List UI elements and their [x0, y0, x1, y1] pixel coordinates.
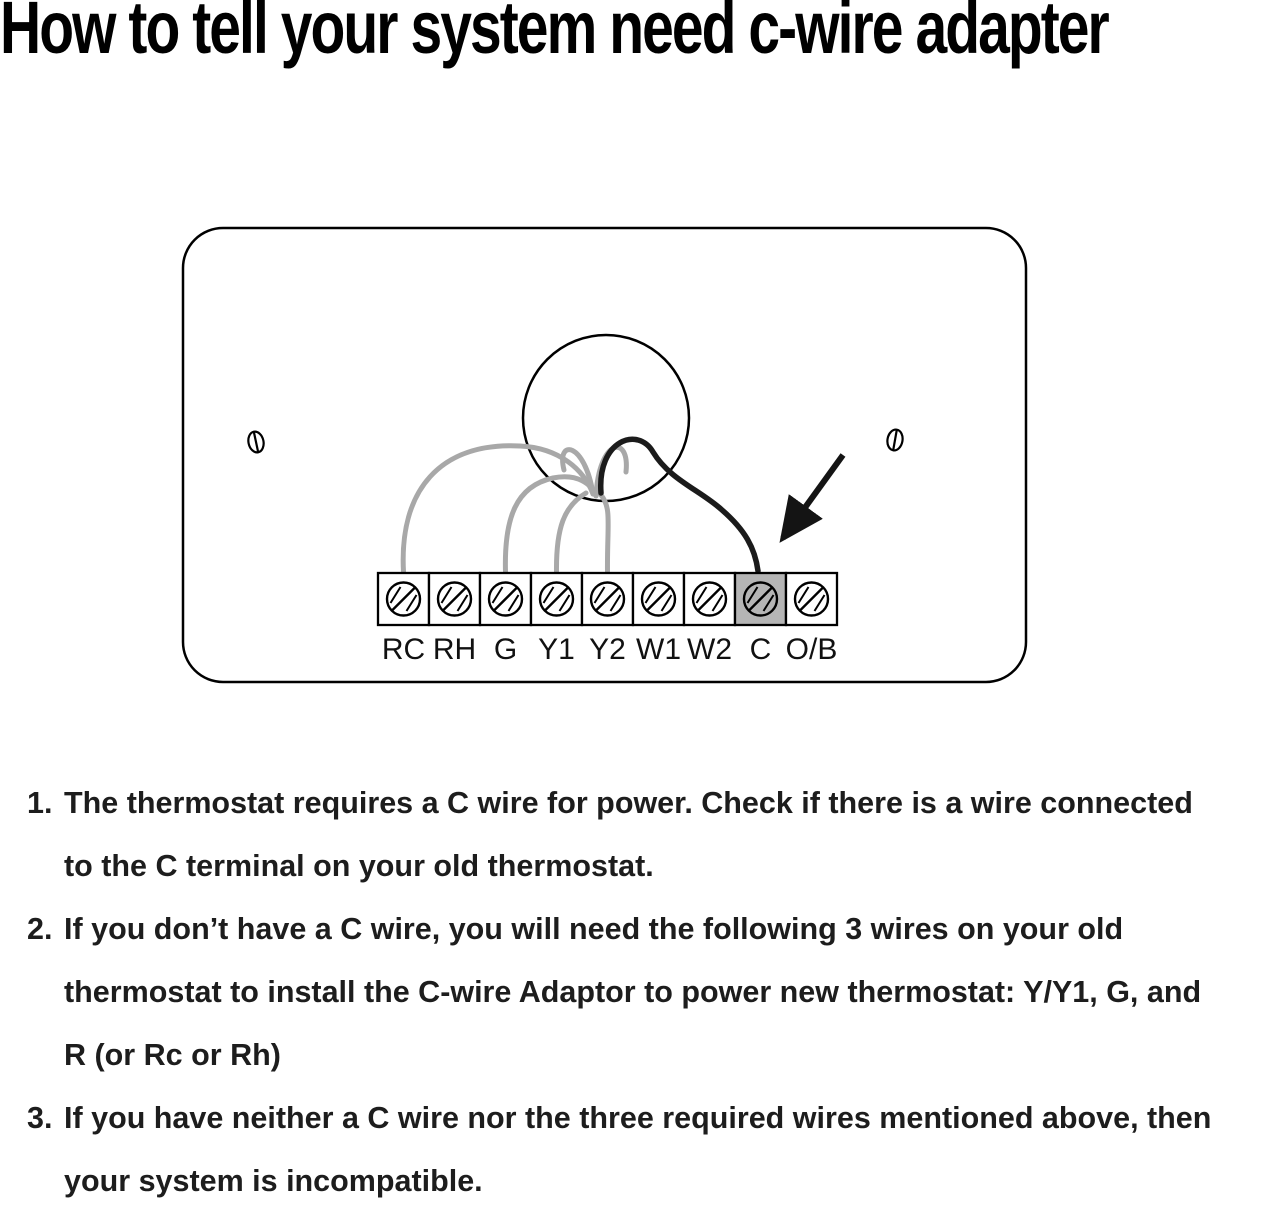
page-title: How to tell your system need c-wire adap…	[0, 0, 1288, 65]
terminal-label-w1: W1	[636, 633, 681, 666]
instruction-item-3: 3. If you have neither a C wire nor the …	[27, 1087, 1227, 1209]
mounting-screw-right	[886, 428, 904, 452]
instructions-list: 1. The thermostat requires a C wire for …	[27, 772, 1227, 1209]
c-terminal-arrow	[779, 453, 846, 543]
terminal-label-rc: RC	[382, 633, 425, 666]
terminal-label-g: G	[494, 633, 517, 666]
terminal-label-c: C	[750, 633, 772, 666]
wire-black-c	[598, 436, 761, 574]
terminal-label-w2: W2	[687, 633, 732, 666]
wire-gray-rc	[400, 443, 596, 575]
page-title-text: How to tell your system need c-wire adap…	[0, 0, 1110, 69]
terminal-label-y2: Y2	[589, 633, 626, 666]
terminal-label-ob: O/B	[786, 633, 838, 666]
terminal-label-y1: Y1	[538, 633, 575, 666]
terminal-labels: RC RH G Y1 Y2 W1 W2 C O/B	[382, 633, 838, 666]
instruction-text: If you don’t have a C wire, you will nee…	[64, 912, 1202, 1072]
mounting-screw-left	[247, 430, 265, 454]
terminal-strip	[376, 571, 839, 627]
gray-wires	[400, 443, 629, 575]
instruction-item-2: 2. If you don’t have a C wire, you will …	[27, 898, 1227, 1087]
instruction-item-1: 1. The thermostat requires a C wire for …	[27, 772, 1227, 898]
terminal-label-rh: RH	[433, 633, 476, 666]
instruction-number: 3.	[27, 1101, 53, 1135]
instruction-number: 2.	[27, 912, 53, 946]
thermostat-wiring-diagram: RC RH G Y1 Y2 W1 W2 C O/B	[181, 226, 1028, 684]
instruction-text: If you have neither a C wire nor the thr…	[64, 1101, 1212, 1198]
instruction-number: 1.	[27, 786, 53, 820]
wire-gray-y1	[553, 490, 589, 575]
instruction-text: The thermostat requires a C wire for pow…	[64, 786, 1193, 883]
wire-gray-g	[502, 474, 599, 575]
wire-gray-y2	[598, 492, 611, 575]
wire-gray-loop-left	[560, 447, 596, 497]
